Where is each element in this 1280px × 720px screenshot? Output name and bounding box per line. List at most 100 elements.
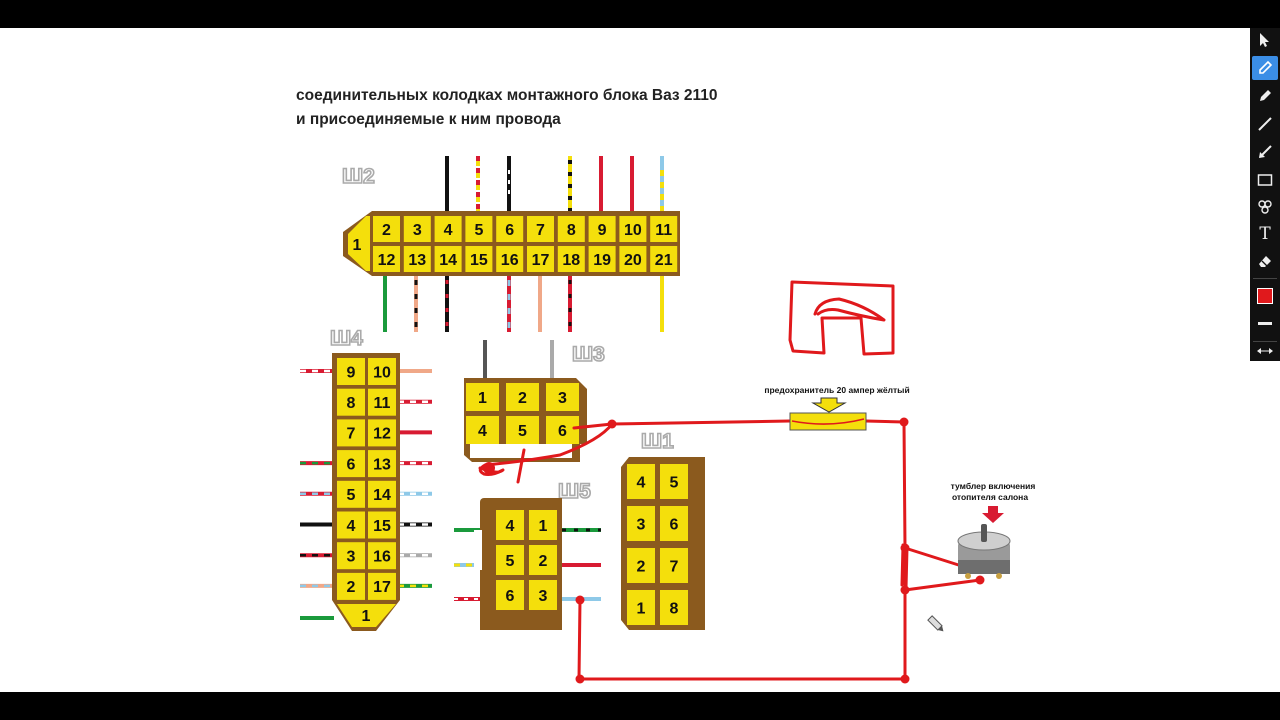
pin-number: 1 [637, 600, 646, 617]
pin-number: 14 [439, 252, 457, 269]
pin-cell [337, 572, 365, 600]
pin-number: 2 [518, 390, 527, 407]
pin-number: 13 [373, 456, 391, 473]
pen-dot [900, 585, 910, 595]
pen-dot [575, 674, 585, 684]
pin-cell [434, 246, 462, 272]
pin-number: 3 [558, 390, 567, 407]
pen-wire-to-switch [903, 546, 982, 592]
pin-cell [434, 216, 462, 242]
pin-number: 15 [373, 518, 391, 535]
rectangle-icon[interactable] [1252, 168, 1278, 192]
line-icon[interactable] [1252, 112, 1278, 136]
pin-number: 4 [506, 518, 515, 535]
pin-cell [337, 358, 365, 385]
pin-number: 20 [624, 252, 642, 269]
sh5-label: Ш5 [558, 480, 591, 503]
pin-number: 9 [598, 222, 607, 239]
pin-number: 17 [532, 252, 550, 269]
pin-cell [337, 480, 365, 508]
pin-cell [403, 216, 431, 242]
pen-dots [483, 417, 985, 684]
pin-number: 1 [362, 608, 371, 625]
pin-cell [619, 246, 647, 272]
pin-cell [337, 450, 365, 478]
pen-wire-fuse-out [864, 419, 906, 424]
pin-cell [368, 542, 396, 570]
pin-number: 8 [347, 395, 356, 412]
pin-cell [506, 383, 539, 411]
pin-cell [619, 216, 647, 242]
pin-number: 3 [539, 588, 548, 605]
pin-number: 18 [562, 252, 580, 269]
expand-icon[interactable] [1252, 342, 1278, 360]
pin-cell [465, 216, 493, 242]
pin-cell [627, 506, 655, 541]
toggle-switch: тумблер включения отопителя салона [951, 481, 1035, 579]
toolbar-divider [1253, 278, 1277, 279]
pin-number: 2 [539, 553, 548, 570]
pin-cell [373, 246, 400, 272]
pin-number: 5 [506, 553, 515, 570]
pin-number: 13 [408, 252, 426, 269]
pen-sketch-connector-inner [813, 297, 886, 322]
color-swatch[interactable] [1252, 284, 1278, 308]
pin-number: 8 [567, 222, 576, 239]
pin-cell [529, 545, 557, 575]
pin-number: 16 [373, 548, 391, 565]
pin-cell [660, 548, 688, 583]
palette-icon[interactable] [1252, 195, 1278, 219]
eraser-icon[interactable] [1252, 249, 1278, 273]
stroke-width-icon[interactable] [1252, 312, 1278, 336]
pin-number: 6 [506, 588, 515, 605]
pin-number: 12 [378, 252, 396, 269]
pin-cell [368, 480, 396, 508]
pin-cell [337, 419, 365, 447]
pin-number: 11 [655, 222, 672, 239]
pin-cell [337, 604, 396, 627]
pin-number: 3 [413, 222, 422, 239]
pin-cell [373, 216, 400, 242]
pin-number: 2 [637, 558, 646, 575]
pin-cell [368, 358, 396, 385]
pin-cell [660, 464, 688, 499]
pin-cell [506, 416, 539, 444]
sh1-label: Ш1 [641, 430, 674, 453]
pin-cell [627, 548, 655, 583]
pin-cell [650, 246, 678, 272]
text-icon[interactable]: T [1259, 224, 1271, 244]
pencil-icon[interactable] [1252, 56, 1278, 80]
pin-cell [337, 511, 365, 539]
pen-wire-tick [516, 448, 526, 484]
pin-number: 11 [374, 395, 391, 412]
pin-cell [337, 542, 365, 570]
pen-sketch-connector [788, 280, 895, 356]
pin-cell [627, 464, 655, 499]
switch-terminal [996, 573, 1002, 579]
pen-dot [575, 595, 585, 605]
pin-cell [368, 419, 396, 447]
sh3-label: Ш3 [572, 343, 605, 366]
pin-cell [529, 510, 557, 540]
pin-number: 10 [624, 222, 642, 239]
pointer-icon[interactable] [1252, 28, 1278, 52]
pin-cell [368, 511, 396, 539]
highlighter-icon[interactable] [1252, 84, 1278, 108]
pin-cell [337, 388, 365, 416]
pin-cell [557, 246, 585, 272]
pen-dot [975, 575, 985, 585]
pin-cell [466, 383, 499, 411]
page-title: соединительных колодках монтажного блока… [296, 84, 718, 132]
drawing-toolbar: T [1250, 28, 1280, 361]
arrow-icon[interactable] [1252, 140, 1278, 164]
wiring-diagram: Ш2 [300, 156, 1035, 684]
pin-number: 15 [470, 252, 488, 269]
fuse: предохранитель 20 ампер жёлтый [764, 385, 910, 431]
pen-dot [899, 417, 909, 427]
pin-number: 3 [347, 548, 356, 565]
